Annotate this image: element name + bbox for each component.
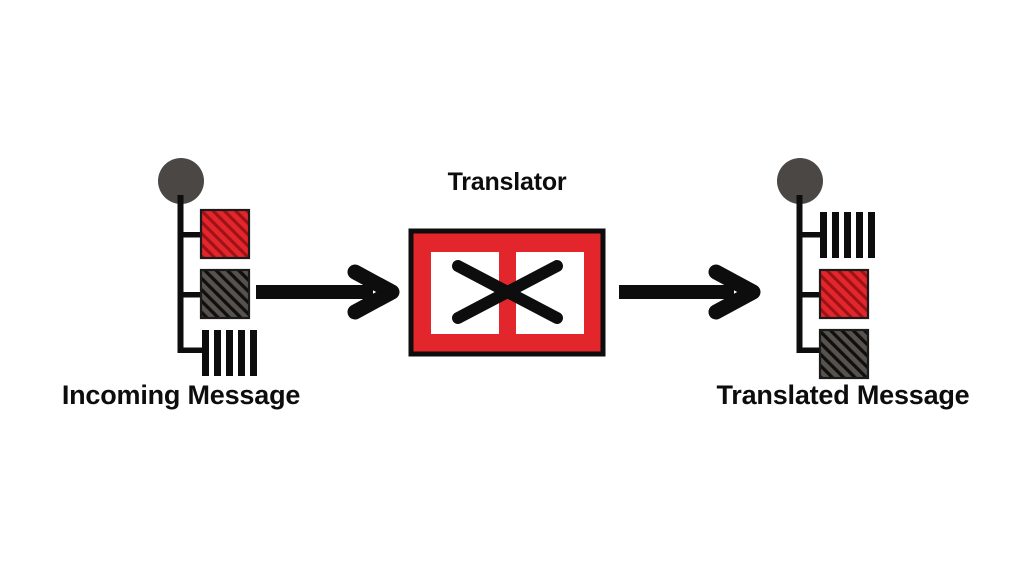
red-hatched-square: [199, 208, 251, 260]
translated-branch-3: [796, 347, 825, 353]
bar-3: [226, 330, 233, 376]
arrow-head-icon: [347, 264, 400, 320]
person-node-circle-icon: [777, 158, 823, 204]
translated-item-red-hatched-block[interactable]: [818, 268, 870, 320]
bar-5: [250, 330, 257, 376]
incoming-branch-3: [177, 347, 206, 353]
incoming-item-dark-hatched-block[interactable]: [199, 268, 251, 320]
bar-3: [844, 212, 851, 258]
incoming-branch-1: [177, 232, 206, 238]
incoming-spine-line: [177, 195, 184, 353]
incoming-item-barcode-block[interactable]: [202, 330, 257, 376]
arrow-translator-to-translated: [619, 264, 761, 320]
arrow-shaft: [619, 285, 734, 299]
incoming-branch-2: [177, 292, 206, 298]
red-hatched-square: [818, 268, 870, 320]
translated-branch-2: [796, 292, 825, 298]
bar-1: [202, 330, 209, 376]
person-node-circle-icon: [158, 158, 204, 204]
arrow-head-icon: [708, 264, 761, 320]
translated-item-barcode-block[interactable]: [820, 212, 875, 258]
incoming-message-group[interactable]: [158, 158, 257, 376]
translated-message-label: Translated Message: [716, 380, 970, 410]
incoming-item-red-hatched-block[interactable]: [199, 208, 251, 260]
bar-5: [868, 212, 875, 258]
bar-1: [820, 212, 827, 258]
translator-title: Translator: [447, 168, 567, 196]
x-cross-icon: [452, 260, 563, 324]
translated-message-group[interactable]: [777, 158, 875, 380]
translated-spine-line: [796, 195, 803, 353]
incoming-message-label: Incoming Message: [61, 380, 301, 410]
dark-hatched-square: [199, 268, 251, 320]
bar-4: [238, 330, 245, 376]
bar-2: [214, 330, 221, 376]
dark-hatched-square: [818, 328, 870, 380]
translator-group[interactable]: [408, 228, 606, 357]
arrow-incoming-to-translator: [256, 264, 400, 320]
bar-2: [832, 212, 839, 258]
translated-item-dark-hatched-block[interactable]: [818, 328, 870, 380]
translated-branch-1: [796, 232, 825, 238]
arrow-shaft: [256, 285, 373, 299]
bar-4: [856, 212, 863, 258]
